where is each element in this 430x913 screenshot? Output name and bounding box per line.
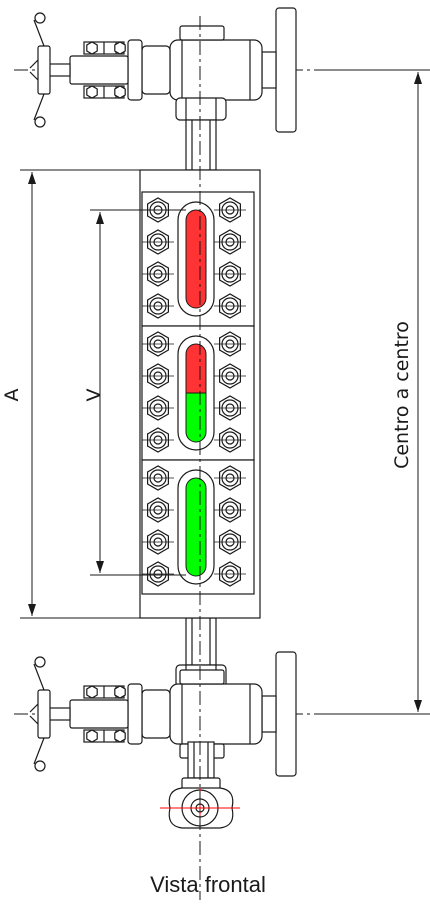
- gauge-section-lower: [141, 459, 255, 595]
- bottom-valve-assembly: [14, 617, 340, 777]
- valve-yoke: [69, 55, 129, 85]
- drain-valve: [160, 729, 240, 829]
- handwheel-hub: [37, 45, 51, 95]
- connector-pipe: [185, 119, 217, 171]
- bonnet-flange: [127, 39, 143, 101]
- handwheel-spoke: [33, 19, 45, 47]
- body-top-cap: [179, 25, 225, 41]
- valve-flange: [275, 651, 297, 777]
- handwheel-spoke: [29, 59, 39, 69]
- handwheel-spoke: [29, 71, 39, 81]
- liquid-fill: [185, 392, 207, 443]
- gauge-section-upper: [141, 191, 255, 327]
- handwheel-spoke: [29, 715, 39, 725]
- flange-neck: [261, 695, 277, 733]
- bolt-nut: [114, 685, 126, 699]
- dim-a-arrow-top: [28, 172, 36, 184]
- bolt-nut: [86, 729, 98, 743]
- view-caption: Vista frontal: [150, 872, 266, 897]
- bolt-nut: [114, 41, 126, 55]
- bolt-nut: [86, 41, 98, 55]
- bolt-nut: [86, 85, 98, 99]
- valve-stem: [47, 707, 71, 721]
- valve-bonnet: [141, 689, 171, 739]
- vapor-fill: [185, 343, 207, 394]
- valve-body: [169, 683, 263, 745]
- handwheel-hub: [37, 689, 51, 739]
- body-top-cap: [179, 669, 225, 685]
- handwheel-spoke: [33, 737, 45, 765]
- bonnet-flange: [127, 683, 143, 745]
- dim-v-arrow-bottom: [96, 561, 104, 573]
- dim-a-arrow-bottom: [28, 604, 36, 616]
- handwheel-spoke: [33, 663, 45, 691]
- dimension-lines: [20, 69, 430, 715]
- drain-stem: [187, 741, 215, 779]
- dimension-a-label: A: [1, 389, 23, 402]
- dim-v-arrow-top: [96, 212, 104, 224]
- vapor-fill: [185, 209, 207, 309]
- top-valve-assembly: [14, 7, 340, 171]
- dim-cc-arrow-bottom: [414, 700, 422, 712]
- handwheel-spoke: [33, 93, 45, 121]
- connector-pipe: [185, 617, 217, 666]
- dim-cc-arrow-top: [414, 72, 422, 84]
- valve-flange: [275, 7, 297, 133]
- handwheel-knob: [34, 656, 46, 668]
- valve-stem: [47, 63, 71, 77]
- gauge-section-middle: [141, 325, 255, 461]
- handwheel-knob: [34, 760, 46, 772]
- gauge-body: [139, 16, 261, 900]
- dimension-v-label: V: [83, 389, 105, 402]
- bolt-nut: [86, 685, 98, 699]
- center-to-center-label: Centro a centro: [391, 321, 413, 469]
- valve-body: [169, 39, 263, 101]
- liquid-fill: [185, 477, 207, 577]
- flange-neck: [261, 51, 277, 89]
- union-nut: [175, 97, 227, 121]
- bolt-nut: [114, 85, 126, 99]
- bolt-nut: [114, 729, 126, 743]
- handwheel-knob: [34, 116, 46, 128]
- handwheel-knob: [34, 12, 46, 24]
- valve-bonnet: [141, 45, 171, 95]
- handwheel-spoke: [29, 703, 39, 713]
- valve-yoke: [69, 699, 129, 729]
